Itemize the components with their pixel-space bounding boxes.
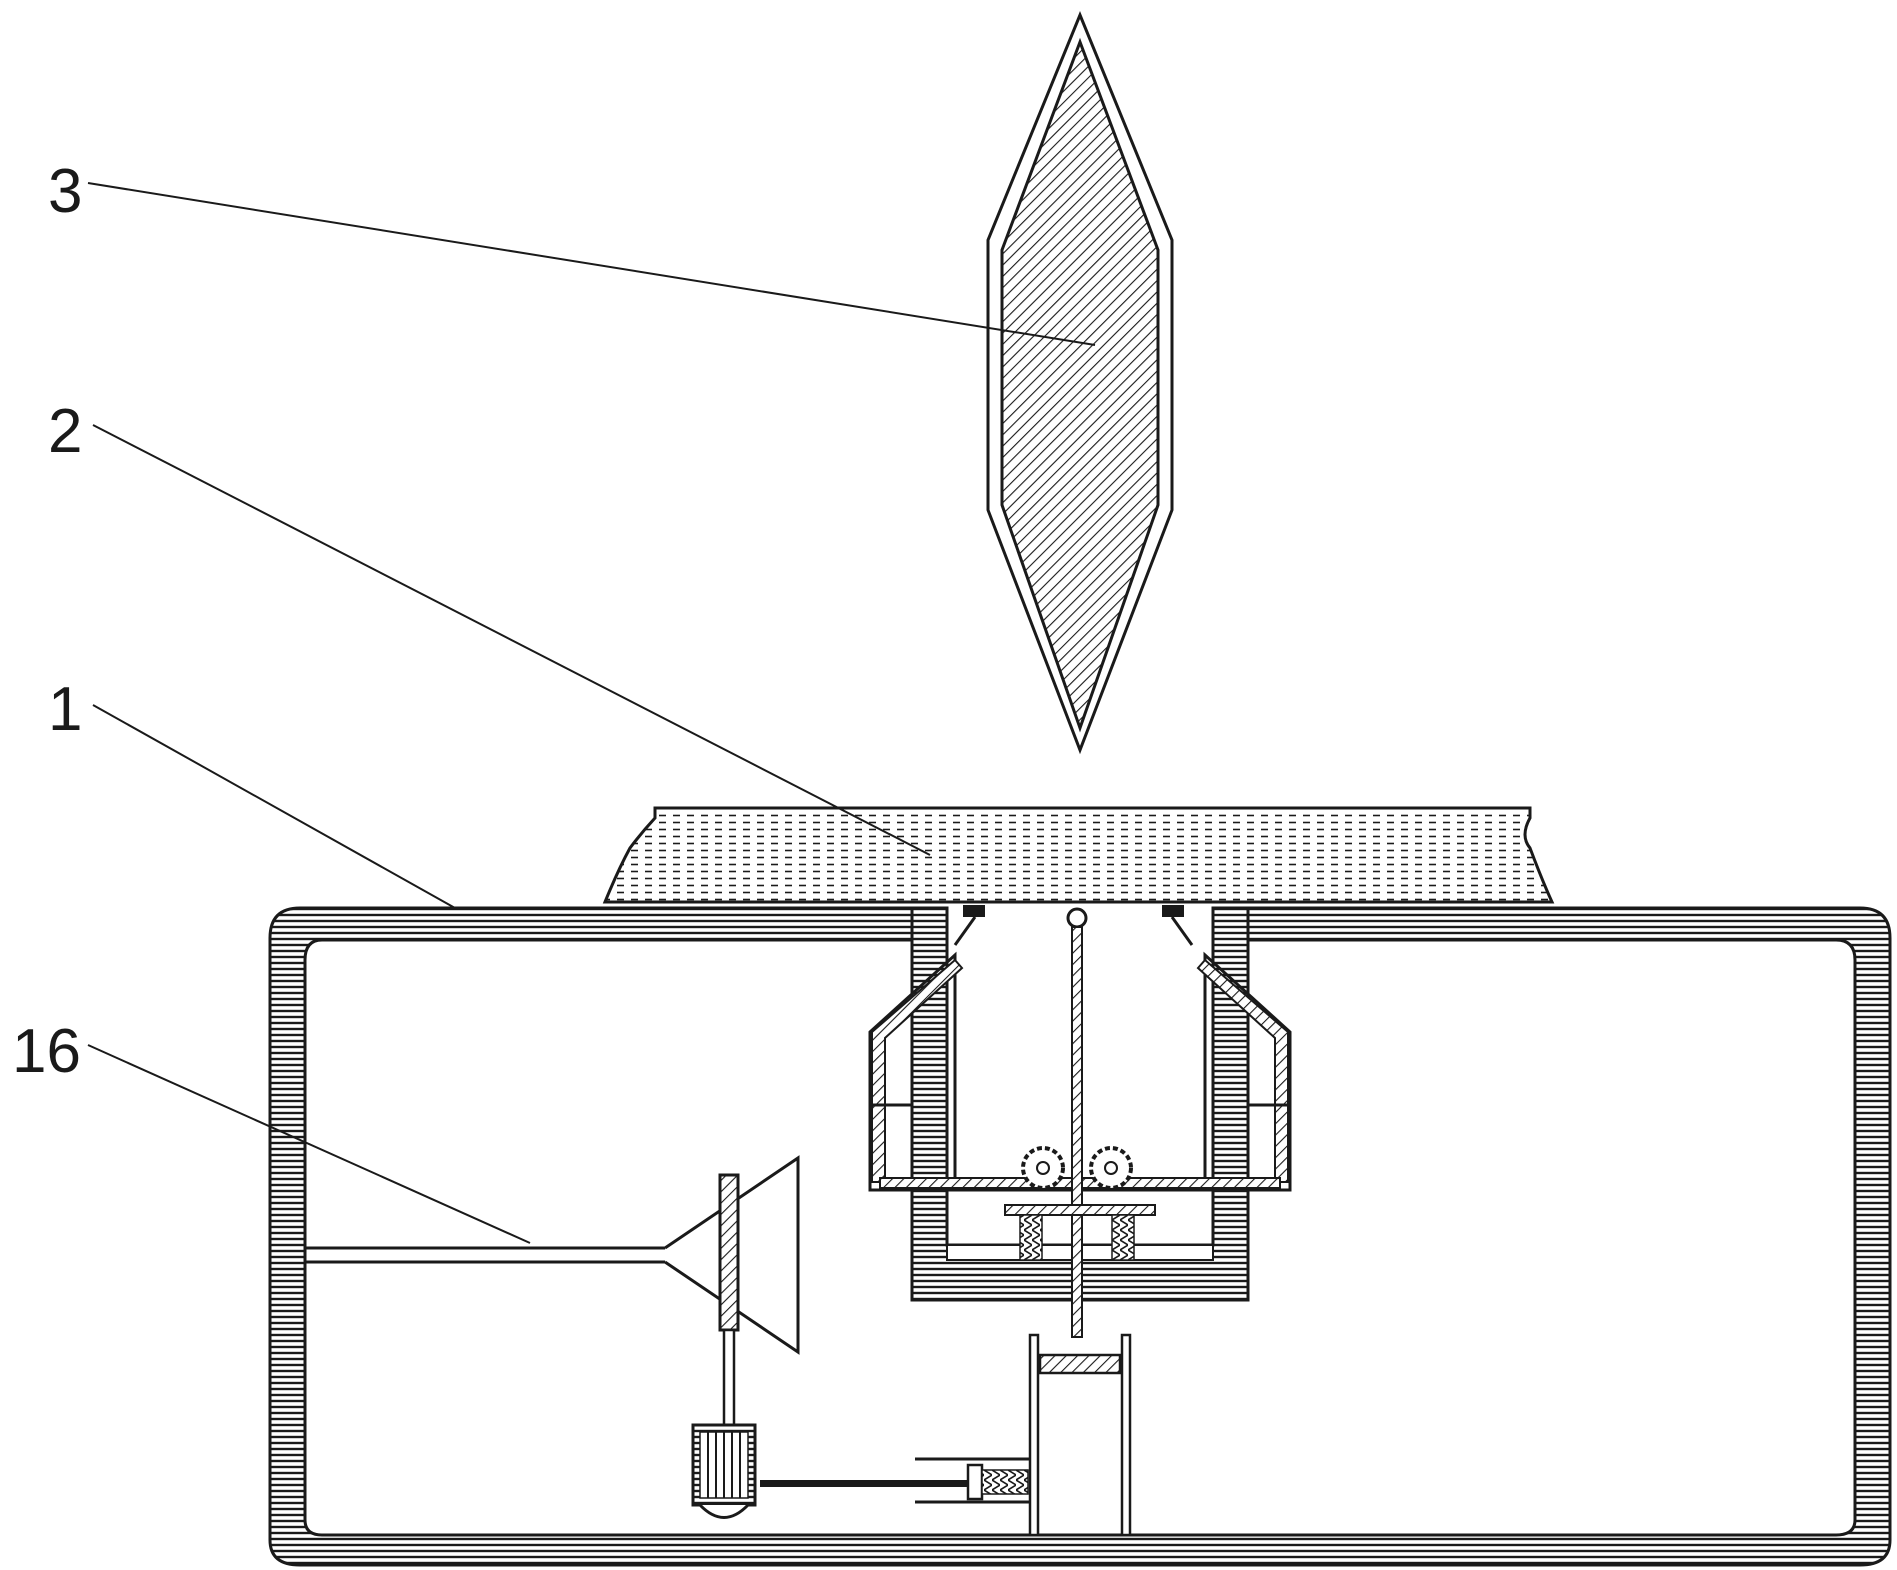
leader-16 bbox=[87, 1044, 531, 1244]
leader-1 bbox=[92, 704, 456, 909]
leader-3 bbox=[87, 182, 1096, 346]
center-mechanism bbox=[868, 905, 1292, 1338]
leader-lines bbox=[87, 182, 1096, 1244]
label-3: 3 bbox=[48, 157, 82, 226]
reference-labels: 3 2 1 16 bbox=[12, 157, 82, 1086]
component-2-plate bbox=[602, 806, 1555, 904]
component-16-nozzle bbox=[305, 1155, 800, 1519]
label-2: 2 bbox=[48, 397, 82, 466]
plunger-assembly bbox=[760, 1333, 1132, 1537]
label-16: 16 bbox=[12, 1017, 81, 1086]
label-1: 1 bbox=[48, 675, 82, 744]
leader-2 bbox=[92, 424, 931, 856]
component-3-diamond bbox=[986, 11, 1174, 755]
